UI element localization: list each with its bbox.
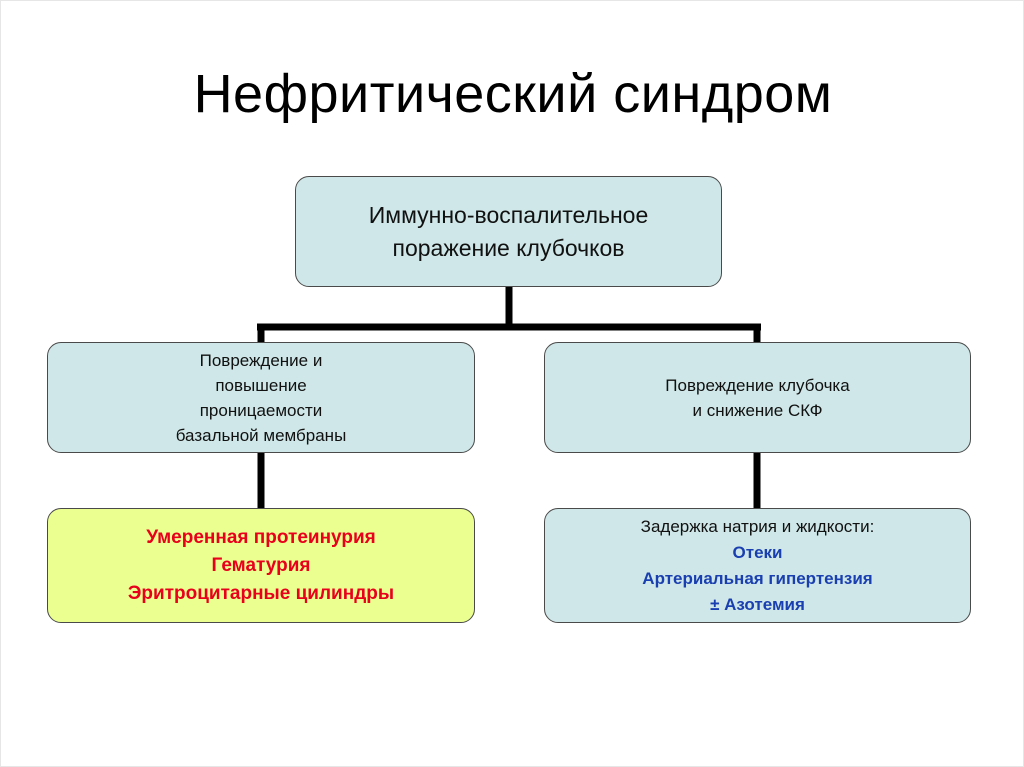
left-mechanism-node: Повреждение и повышение проницаемости ба… (47, 342, 475, 453)
left-mechanism-line: повышение (215, 375, 307, 395)
left-manifestation-line: Умеренная протеинурия (146, 526, 376, 548)
right-manifestation-line: ± Азотемия (710, 594, 805, 614)
right-manifestation-line: Отеки (732, 542, 783, 562)
left-mechanism-line: базальной мембраны (175, 425, 347, 445)
diagram-title: Нефритический синдром (193, 64, 833, 124)
right-manifestation-lead: Задержка натрия и жидкости: (640, 516, 875, 536)
root-line: Иммунно-воспалительное (368, 201, 649, 228)
left-manifestation-line: Эритроцитарные цилиндры (127, 582, 395, 604)
left-manifestation-node: Умеренная протеинурия Гематурия Эритроци… (47, 508, 475, 623)
right-mechanism-node: Повреждение клубочка и снижение СКФ (544, 342, 971, 453)
right-manifestation-node: Задержка натрия и жидкости: Отеки Артери… (544, 508, 971, 623)
left-mechanism-line: проницаемости (199, 400, 323, 420)
root-line: поражение клубочков (392, 234, 625, 261)
left-manifestation-line: Гематурия (211, 554, 311, 576)
right-mechanism-line: и снижение СКФ (692, 400, 823, 420)
root-node: Иммунно-воспалительное поражение клубочк… (295, 176, 722, 287)
right-mechanism-line: Повреждение клубочка (665, 375, 850, 395)
right-manifestation-line: Артериальная гипертензия (642, 568, 873, 588)
left-mechanism-line: Повреждение и (199, 350, 323, 370)
